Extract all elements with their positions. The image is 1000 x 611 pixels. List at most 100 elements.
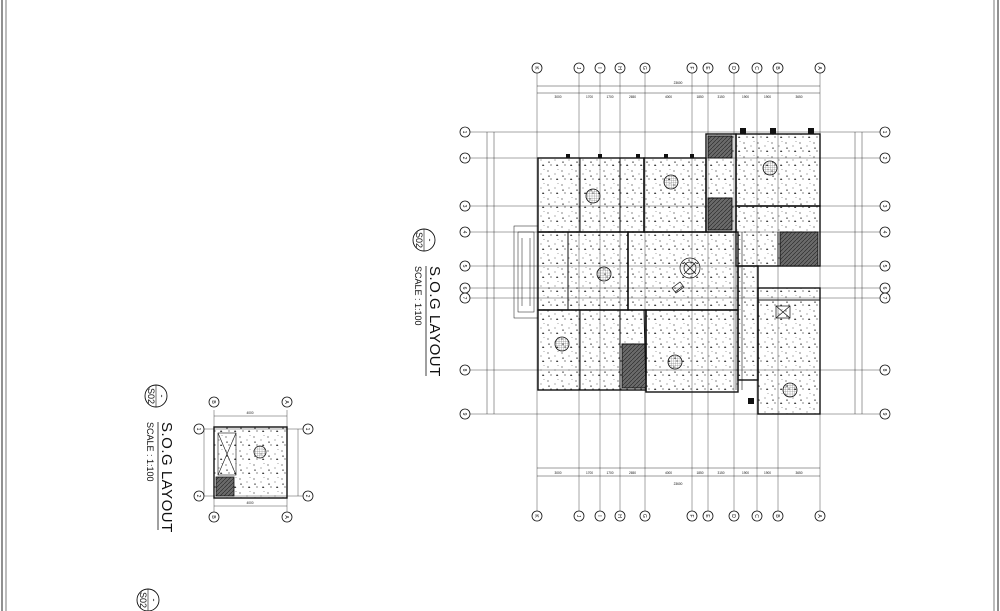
grid-bubble-bottom-A: A: [814, 510, 826, 522]
svg-text:2: 2: [881, 157, 887, 160]
svg-text:C: C: [753, 66, 759, 70]
partial-view-sheet: S02: [138, 592, 148, 608]
partial-view-number: -: [149, 599, 159, 602]
small-slab-opening: [253, 445, 267, 459]
svg-text:5: 5: [881, 265, 887, 268]
grid-bubble-right-5: 5: [879, 260, 891, 272]
svg-text:4: 4: [881, 231, 887, 234]
svg-text:E: E: [704, 66, 710, 70]
svg-text:D: D: [730, 514, 736, 518]
svg-text:K: K: [533, 514, 539, 518]
grid-bubble-left-6: 6: [459, 282, 471, 294]
small-grid-bubble-left-1: 1: [193, 423, 205, 435]
slab-opening-2: [762, 160, 778, 176]
main-floor-plan: 3000300017001700170017002650265040004000…: [459, 62, 891, 522]
main-dimension-lines: [486, 85, 863, 477]
grid-bubble-bottom-E: E: [702, 510, 714, 522]
small-grid-bubble-top-A: A: [281, 396, 293, 408]
grid-bubble-right-6: 6: [879, 282, 891, 294]
small-grid-bubble-left-2: 2: [193, 490, 205, 502]
small-grid-bubble-bottom-B: B: [208, 511, 220, 523]
main-view-scale: SCALE : 1:100: [413, 266, 423, 326]
slab-opening-0: [585, 188, 601, 204]
svg-text:F: F: [688, 66, 694, 69]
main-skylight: [671, 257, 791, 319]
main-slab-openings: [554, 160, 798, 398]
svg-text:I: I: [596, 67, 602, 68]
grid-bubble-right-8: 8: [879, 364, 891, 376]
dimension-top-2: 1700: [606, 95, 613, 99]
svg-text:A: A: [816, 514, 822, 518]
svg-text:4: 4: [461, 231, 467, 234]
grid-bubble-top-H: H: [614, 62, 626, 74]
grid-bubble-top-G: G: [639, 62, 651, 74]
svg-text:B: B: [210, 400, 216, 404]
dimension-top-5: 1850: [696, 95, 703, 99]
slab-opening-3: [596, 266, 612, 282]
dimension-top-1: 1700: [586, 95, 593, 99]
svg-text:J: J: [575, 67, 581, 70]
svg-text:D: D: [730, 66, 736, 70]
dimension-bottom-6: 3150: [717, 471, 724, 475]
svg-text:B: B: [774, 66, 780, 70]
svg-text:8: 8: [461, 369, 467, 372]
grid-bubble-right-2: 2: [879, 152, 891, 164]
dimension-top-9: 3650: [795, 95, 802, 99]
small-view-title: - S02 S.O.G LAYOUT SCALE : 1:100: [144, 384, 175, 533]
dimension-top-6: 3150: [717, 95, 724, 99]
svg-text:1: 1: [461, 131, 467, 134]
svg-text:7: 7: [881, 297, 887, 300]
small-view-title-text: S.O.G LAYOUT: [158, 422, 175, 533]
small-view-sheet: S02: [146, 388, 156, 404]
slab-opening-5: [554, 336, 570, 352]
dimension-bottom-4: 4000: [665, 471, 672, 475]
svg-text:3: 3: [881, 205, 887, 208]
svg-text:G: G: [641, 514, 647, 518]
small-grid-bubble-bottom-A: A: [281, 511, 293, 523]
svg-text:H: H: [616, 514, 622, 518]
grid-bubble-left-8: 8: [459, 364, 471, 376]
main-interior-walls: [567, 158, 820, 393]
grid-bubble-top-F: F: [686, 62, 698, 74]
dimension-bottom-1: 1700: [586, 471, 593, 475]
dimension-bottom-3: 2650: [629, 471, 636, 475]
main-top-dimensions: 3000300017001700170017002650265040004000…: [554, 95, 802, 475]
svg-text:K: K: [533, 66, 539, 70]
main-columns: [566, 128, 814, 404]
grid-bubble-right-9: 9: [879, 408, 891, 420]
grid-bubble-bottom-H: H: [614, 510, 626, 522]
dimension-top-7: 1900: [742, 95, 749, 99]
svg-text:9: 9: [881, 413, 887, 416]
grid-bubble-left-7: 7: [459, 292, 471, 304]
svg-text:2: 2: [461, 157, 467, 160]
small-grid-bubble-top-B: B: [208, 396, 220, 408]
dimension-bottom-7: 1900: [742, 471, 749, 475]
dimension-bottom-2: 1700: [606, 471, 613, 475]
small-view-number: -: [157, 395, 167, 398]
svg-text:1: 1: [881, 131, 887, 134]
svg-text:B: B: [210, 515, 216, 519]
grid-bubble-top-D: D: [728, 62, 740, 74]
dimension-bottom-9: 3650: [795, 471, 802, 475]
grid-bubble-bottom-K: K: [531, 510, 543, 522]
grid-bubble-right-3: 3: [879, 200, 891, 212]
svg-text:1: 1: [304, 428, 310, 431]
svg-text:A: A: [283, 400, 289, 404]
dimension-top-3: 2650: [629, 95, 636, 99]
small-bottom-dimension: 4000: [246, 501, 253, 505]
grid-bubble-left-1: 1: [459, 126, 471, 138]
grid-bubble-right-1: 1: [879, 126, 891, 138]
grid-bubble-left-2: 2: [459, 152, 471, 164]
grid-bubble-left-5: 5: [459, 260, 471, 272]
grid-bubble-left-4: 4: [459, 226, 471, 238]
dimension-bottom-8: 1900: [764, 471, 771, 475]
grid-bubble-bottom-I: I: [594, 510, 606, 522]
main-overall-dimension-bottom: 23600: [674, 482, 683, 486]
svg-text:9: 9: [461, 413, 467, 416]
grid-bubble-bottom-F: F: [686, 510, 698, 522]
grid-bubble-left-3: 3: [459, 200, 471, 212]
grid-bubble-right-4: 4: [879, 226, 891, 238]
main-hatched-blocks: [621, 135, 819, 389]
